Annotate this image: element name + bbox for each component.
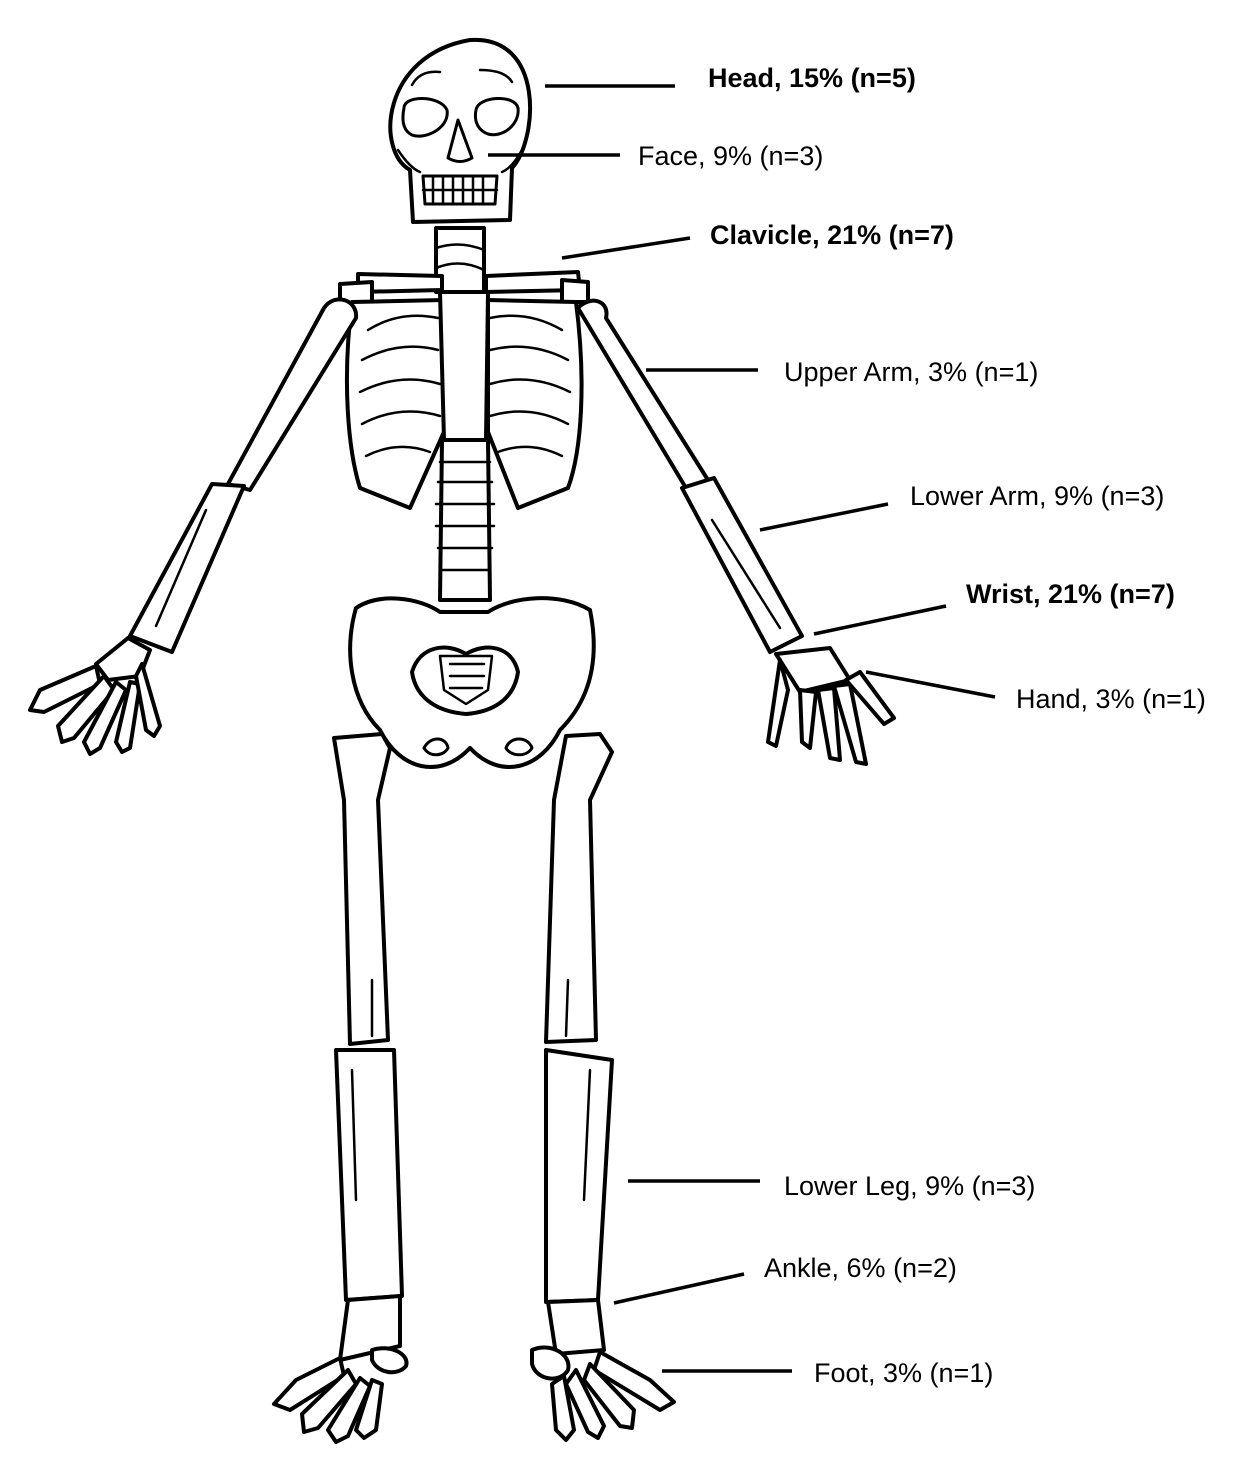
leader-line-ankle bbox=[613, 1272, 745, 1305]
left-foot bbox=[272, 1294, 409, 1444]
label-lower-leg: Lower Leg, 9% (n=3) bbox=[784, 1171, 1035, 1201]
label-upper-arm: Upper Arm, 3% (n=1) bbox=[784, 357, 1038, 387]
leader-line-lower-arm bbox=[759, 502, 889, 532]
right-leg bbox=[544, 732, 614, 1304]
right-arm bbox=[576, 298, 804, 654]
pelvis bbox=[348, 596, 596, 769]
label-clavicle: Clavicle, 21% (n=7) bbox=[710, 220, 954, 250]
label-head: Head, 15% (n=5) bbox=[708, 63, 916, 93]
label-face: Face, 9% (n=3) bbox=[638, 141, 823, 171]
right-foot bbox=[530, 1298, 676, 1442]
left-hand bbox=[28, 636, 162, 756]
leader-line-wrist bbox=[813, 604, 947, 636]
skull bbox=[388, 37, 533, 224]
left-arm bbox=[128, 297, 359, 654]
leader-line-clavicle bbox=[561, 236, 691, 260]
label-hand: Hand, 3% (n=1) bbox=[1016, 684, 1206, 714]
left-leg bbox=[332, 732, 404, 1302]
label-lower-arm: Lower Arm, 9% (n=3) bbox=[910, 481, 1164, 511]
shoulders bbox=[338, 270, 590, 306]
rib-cage bbox=[344, 290, 584, 510]
label-wrist: Wrist, 21% (n=7) bbox=[966, 579, 1175, 609]
leader-lines bbox=[488, 84, 996, 1373]
label-ankle: Ankle, 6% (n=2) bbox=[764, 1253, 957, 1283]
label-foot: Foot, 3% (n=1) bbox=[814, 1358, 993, 1388]
right-hand bbox=[766, 646, 896, 766]
leader-line-hand bbox=[865, 670, 996, 699]
labels: Head, 15% (n=5) Face, 9% (n=3) Clavicle,… bbox=[638, 63, 1206, 1388]
